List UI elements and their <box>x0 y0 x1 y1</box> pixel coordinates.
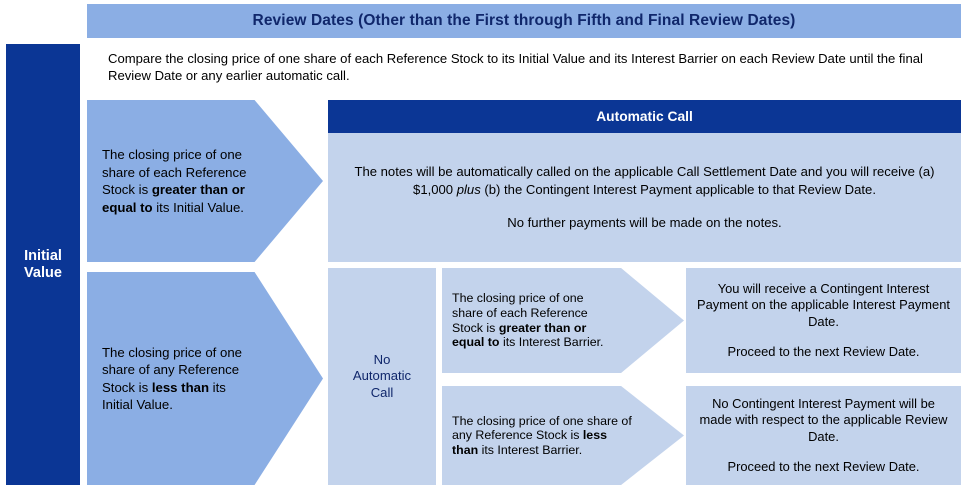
branch-text-pre: The closing price of one share of any Re… <box>452 413 636 443</box>
branch-text-emphasis: greater than or equal to <box>452 320 590 350</box>
branch-text-pre: The closing price of one share of each R… <box>102 147 251 197</box>
automatic-call-body-note: No further payments will be made on the … <box>507 215 782 231</box>
automatic-call-body-emphasis: plus <box>456 181 481 197</box>
header-banner: Review Dates (Other than the First throu… <box>87 4 961 38</box>
automatic-call-body: The notes will be automatically called o… <box>328 133 961 262</box>
branch-text-pre: The closing price of one share of any Re… <box>102 344 246 395</box>
automatic-call-body-pre: The notes will be automatically called o… <box>354 164 939 197</box>
branch-text-emphasis: greater than or equal to <box>102 182 249 215</box>
automatic-call-body-post: (b) the Contingent Interest Payment appl… <box>480 181 876 197</box>
branch-text-post: its Interest Barrier. <box>478 442 583 457</box>
branch-arrow-ge-interest-barrier-text: The closing price of one share of each R… <box>452 291 616 349</box>
outcome-primary-text: No Contingent Interest Payment will be m… <box>699 396 948 444</box>
intro-paragraph: Compare the closing price of one share o… <box>108 51 923 83</box>
branch-arrow-lt-interest-barrier-text: The closing price of one share of any Re… <box>452 414 634 458</box>
branch-arrow-ge-initial-value: The closing price of one share of each R… <box>87 100 323 262</box>
branch-arrow-lt-initial-value-text: The closing price of one share of any Re… <box>102 344 253 414</box>
branch-arrow-ge-interest-barrier: The closing price of one share of each R… <box>442 268 684 373</box>
branch-text-post: its Initial Value. <box>102 379 230 413</box>
branch-arrow-lt-interest-barrier: The closing price of one share of any Re… <box>442 386 684 485</box>
automatic-call-panel: Automatic Call The notes will be automat… <box>328 100 961 262</box>
no-automatic-call-box: No Automatic Call <box>328 268 436 485</box>
automatic-call-heading: Automatic Call <box>328 100 961 133</box>
branch-text-emphasis: less than <box>151 379 210 395</box>
initial-value-bar: Initial Value <box>6 44 80 485</box>
outcome-secondary-text: Proceed to the next Review Date. <box>727 343 920 359</box>
branch-arrow-ge-initial-value-text: The closing price of one share of each R… <box>102 146 253 216</box>
branch-arrow-lt-initial-value: The closing price of one share of any Re… <box>87 272 323 485</box>
automatic-call-body-primary: The notes will be automatically called o… <box>340 163 949 198</box>
branch-text-emphasis: less than <box>452 428 611 457</box>
outcome-box-contingent-interest-paid: You will receive a Contingent Interest P… <box>686 268 961 373</box>
outcome-secondary-text: Proceed to the next Review Date. <box>727 458 920 474</box>
branch-text-pre: The closing price of one share of each R… <box>452 291 592 335</box>
outcome-box-no-contingent-interest: No Contingent Interest Payment will be m… <box>686 386 961 485</box>
branch-text-post: its Initial Value. <box>152 199 244 215</box>
outcome-primary-text: You will receive a Contingent Interest P… <box>697 281 950 329</box>
branch-text-post: its Interest Barrier. <box>499 335 604 350</box>
